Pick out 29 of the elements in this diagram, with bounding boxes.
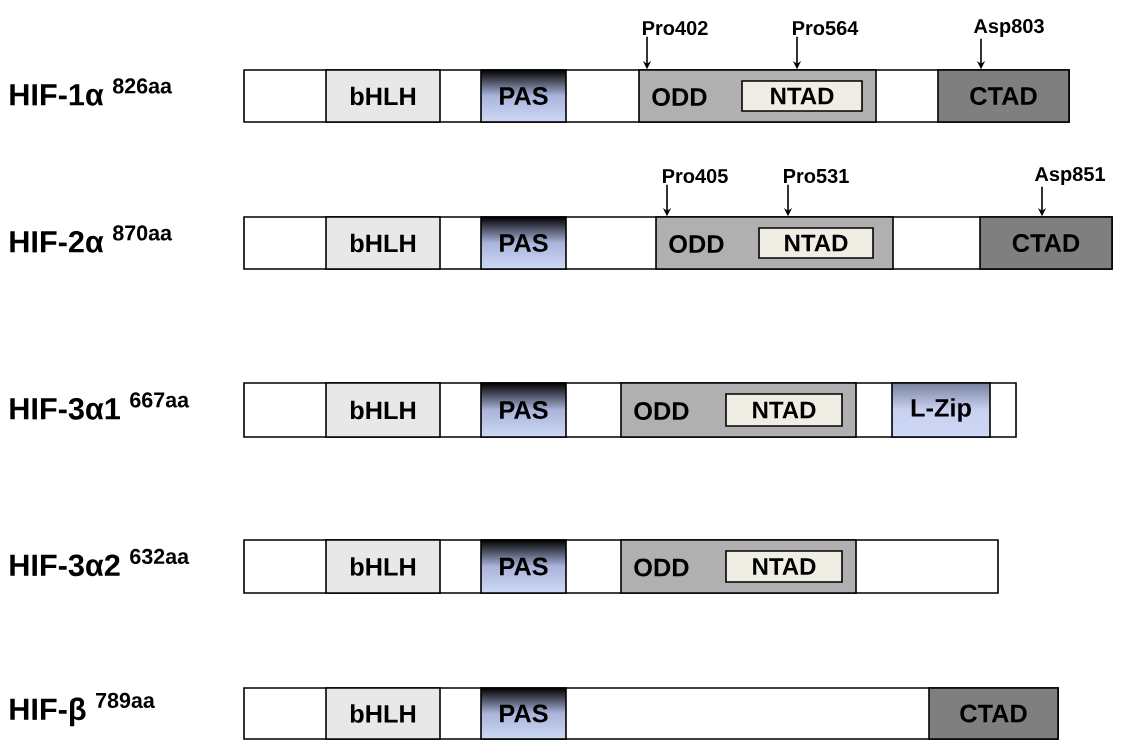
domain-box: bHLH [325, 382, 441, 438]
domain-box: PAS [480, 382, 567, 438]
domain-box: NTAD [741, 80, 863, 112]
site-label: Pro531 [784, 168, 849, 184]
domain-box: CTAD [937, 69, 1070, 123]
protein-name: HIF-2α $^{870aa}$ [10, 225, 173, 253]
domain-box: PAS [480, 539, 567, 594]
protein-name: HIF-1α $^{826aa}$ [10, 78, 173, 106]
protein-name: HIF-3α1 $^{667aa}$ [10, 392, 190, 420]
site-label: Pro564 [793, 20, 859, 36]
site-label: Asp851 [1034, 166, 1105, 186]
site-label: Pro402 [643, 20, 708, 36]
domain-box: bHLH [325, 687, 441, 740]
domain-box: NTAD [725, 393, 843, 427]
domain-box: bHLH [325, 216, 441, 270]
site-label: Pro405 [663, 168, 728, 184]
domain-box: NTAD [725, 550, 843, 583]
domain-box: bHLH [325, 539, 441, 594]
domain-box: PAS [480, 216, 567, 270]
protein-name: HIF-β $^{789aa}$ [10, 692, 155, 727]
site-label: Asp803 [973, 18, 1044, 38]
protein-name: HIF-3α2 $^{632aa}$ [10, 548, 190, 577]
domain-box: CTAD [928, 687, 1059, 740]
domain-box: PAS [480, 687, 567, 740]
domain-box: CTAD [979, 216, 1113, 270]
domain-box: PAS [480, 69, 567, 123]
domain-box: NTAD [758, 227, 874, 259]
domain-box: bHLH [325, 69, 441, 123]
domain-box: L-Zip [891, 382, 991, 438]
